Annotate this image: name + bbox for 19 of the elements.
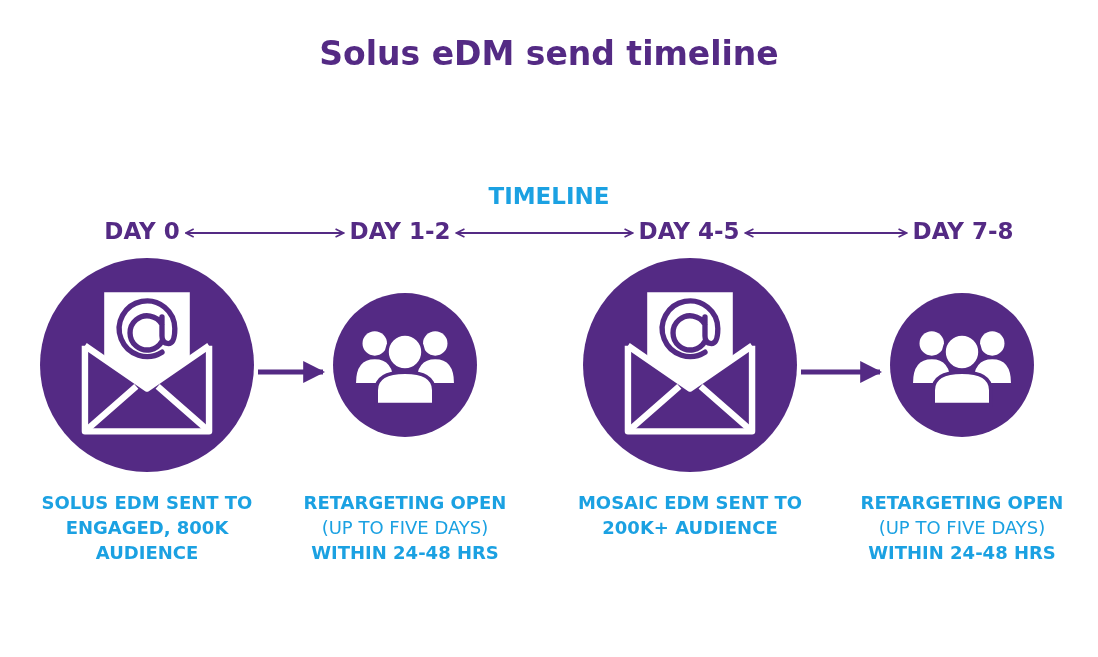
arrow: [258, 361, 326, 383]
arrow: [455, 228, 634, 238]
heading-label: TIMELINE: [487, 183, 611, 209]
caption-text: (UP TO FIVE DAYS): [320, 516, 490, 540]
title: Solus eDM send timeline: [318, 34, 780, 73]
caption-text: MOSAIC EDM SENT TO 200K+ AUDIENCE: [576, 491, 804, 540]
arrow: [801, 361, 883, 383]
caption-text: SOLUS EDM SENT TO ENGAGED, 800K AUDIENCE: [40, 491, 254, 565]
caption-text: WITHIN 24-48 HRS: [867, 541, 1057, 565]
day-label: DAY 1-2: [349, 218, 451, 244]
caption-text: WITHIN 24-48 HRS: [310, 541, 500, 565]
caption-text: RETARGETING OPEN: [302, 491, 508, 515]
caption-text: (UP TO FIVE DAYS): [877, 516, 1047, 540]
day-label: DAY 4-5: [638, 218, 740, 244]
day-label: DAY 0: [104, 218, 180, 244]
day-label: DAY 7-8: [912, 218, 1014, 244]
arrow: [184, 228, 345, 238]
arrow: [744, 228, 908, 238]
caption-text: RETARGETING OPEN: [859, 491, 1065, 515]
